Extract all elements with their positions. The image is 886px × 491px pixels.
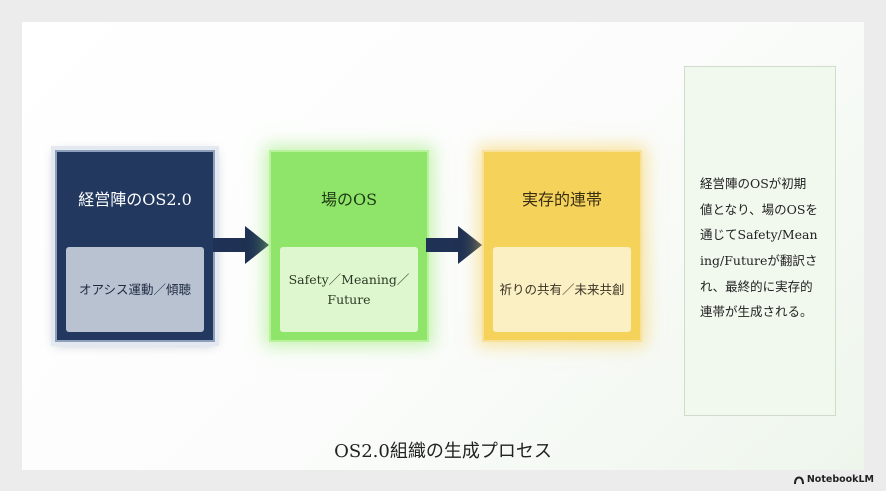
step-subtitle: オアシス運動／傾聴 — [66, 247, 204, 332]
step-box-existential-solidarity: 実存的連帯 祈りの共有／未来共創 — [482, 150, 642, 342]
note-line: れ、最終的に実存的 — [700, 278, 813, 294]
note-line: 経営陣のOSが初期 — [700, 176, 807, 191]
slide-caption: OS2.0組織の生成プロセス — [334, 441, 552, 462]
explanation-note: 経営陣のOSが初期 値となり、場のOSを 通じてSafety/Mean ing/… — [684, 66, 836, 416]
step-subtitle: 祈りの共有／未来共創 — [493, 247, 631, 332]
step-box-field-os: 場のOS Safety／Meaning／ Future — [269, 150, 429, 342]
note-line: 値となり、場のOSを — [700, 201, 818, 217]
note-line: 連帯が生成される。 — [700, 304, 813, 320]
step-box-leadership-os: 経営陣のOS2.0 オアシス運動／傾聴 — [55, 150, 215, 342]
step-title: 実存的連帯 — [521, 190, 602, 209]
step-title: 経営陣のOS2.0 — [78, 190, 192, 209]
right-arrow-icon — [426, 226, 482, 264]
step-title: 場のOS — [320, 190, 378, 209]
note-line: 通じてSafety/Mean — [700, 227, 818, 243]
note-line: ing/Futureが翻訳さ — [700, 252, 818, 268]
step-subtitle-line: Safety／Meaning／ — [288, 271, 410, 287]
notebooklm-brand: NotebookLM — [793, 474, 874, 485]
step-subtitle-line: Future — [327, 291, 371, 307]
right-arrow-icon — [213, 226, 269, 264]
notebooklm-logo-icon — [793, 476, 804, 484]
step-subtitle: Safety／Meaning／ Future — [280, 247, 418, 332]
brand-label: NotebookLM — [806, 474, 874, 485]
